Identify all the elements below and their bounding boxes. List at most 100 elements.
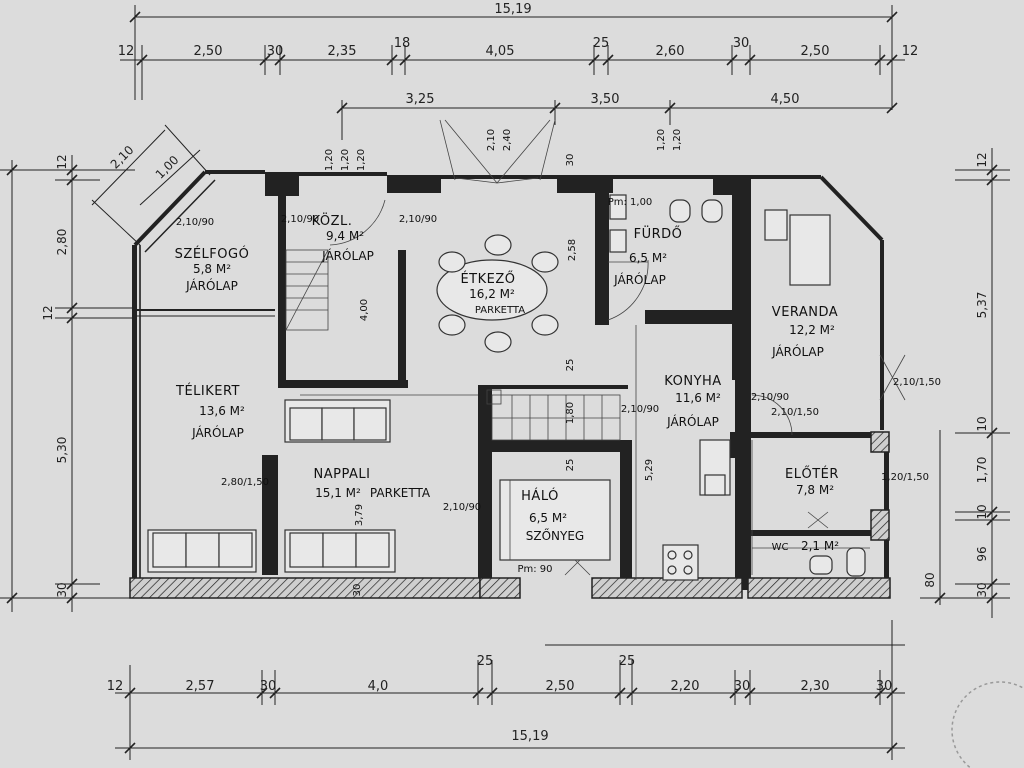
- room-kozl: KÖZL. 9,4 M² JÁRÓLAP: [312, 212, 374, 263]
- top-dim: 30: [733, 36, 750, 51]
- room-telikert: TÉLIKERT 13,6 M² JÁRÓLAP: [175, 383, 245, 440]
- right-dim: 96: [975, 546, 989, 561]
- room-name: TÉLIKERT: [175, 383, 240, 399]
- left-dim: 30: [55, 582, 69, 597]
- nappali-height-dim: 3,79: [354, 504, 365, 526]
- room-name: FÜRDŐ: [634, 225, 683, 242]
- door-label: 2,80/1,50: [221, 477, 269, 488]
- bottom-dim: 12: [107, 679, 124, 694]
- door-label: 2,10/90: [176, 217, 214, 228]
- top-dim: 12: [118, 44, 135, 59]
- bottom-dim: 30: [260, 679, 277, 694]
- room-name: NAPPALI: [314, 467, 371, 482]
- room-area: 12,2 M²: [789, 323, 835, 337]
- veranda-table: [789, 214, 831, 286]
- left-dim: 12: [55, 154, 69, 169]
- room-area: 9,4 M²: [326, 229, 364, 243]
- top-second-dim: 3,50: [591, 92, 620, 107]
- room-floor: JÁRÓLAP: [321, 248, 374, 263]
- etkezo-side-dim: 2,58: [567, 239, 578, 261]
- bottom-dim: 2,20: [671, 679, 700, 694]
- kitchen-counter: [662, 439, 731, 581]
- bottom-dim: 2,50: [546, 679, 575, 694]
- top-dimension-lines: 15,19 12 2,50 30 2,35 18 4,05 25 2,60 30…: [118, 2, 919, 140]
- doors: [329, 119, 906, 576]
- room-veranda: VERANDA 12,2 M² JÁRÓLAP: [771, 305, 838, 359]
- room-furdo: FÜRDŐ 6,5 M² JÁRÓLAP: [613, 225, 682, 287]
- konyha-height-dim: 5,29: [644, 459, 655, 481]
- left-dim: 2,80: [55, 229, 69, 256]
- room-szelfogo: SZÉLFOGÓ 5,8 M² JÁRÓLAP: [175, 246, 250, 293]
- room-floor: PARKETTA: [370, 486, 431, 500]
- top-dim: 25: [593, 36, 610, 51]
- left-dimension-lines: 12 2,80 12 5,30 30: [0, 154, 135, 612]
- room-halo: HÁLÓ 6,5 M² SZŐNYEG: [521, 488, 584, 543]
- dining-table: [436, 259, 548, 321]
- sill-label: Pm: 1,00: [608, 197, 653, 208]
- room-area: 16,2 M²: [469, 287, 515, 301]
- hall-dim: 25: [565, 459, 576, 472]
- right-dim: 10: [975, 416, 989, 431]
- door-label: 2,10/90: [399, 214, 437, 225]
- door-label: 2,10/90: [621, 404, 659, 415]
- room-name: SZÉLFOGÓ: [175, 246, 250, 262]
- stairs-height-dim: 1,80: [565, 402, 576, 424]
- room-area: 7,8 M²: [796, 483, 834, 497]
- bottom-total-label: 15,19: [511, 729, 548, 744]
- room-area: 11,6 M²: [675, 391, 721, 405]
- room-area: 15,1 M²: [315, 486, 361, 500]
- room-area: 13,6 M²: [199, 404, 245, 418]
- bottom-dim: 2,57: [186, 679, 215, 694]
- top-dim: 2,35: [328, 44, 357, 59]
- dining-chairs: [438, 234, 559, 353]
- sofa-bottom-right: [284, 529, 396, 573]
- wall-dim: 30: [352, 584, 363, 597]
- etkezo-window-dim: 2,40: [502, 129, 513, 151]
- sofa-bottom-left: [147, 529, 257, 573]
- room-area: 6,5 M²: [629, 251, 667, 265]
- room-nappali: NAPPALI 15,1 M² PARKETTA: [314, 467, 431, 500]
- room-area: 2,1 M²: [801, 539, 839, 553]
- room-name: WC: [772, 542, 789, 553]
- top-dim: 4,05: [486, 44, 515, 59]
- right-dim: 30: [975, 582, 989, 597]
- stamp-icon: [951, 681, 1024, 768]
- right-dim: 10: [975, 504, 989, 519]
- etkezo-window-dim: 2,10: [486, 129, 497, 151]
- top-dim: 12: [902, 44, 919, 59]
- room-floor: JÁRÓLAP: [771, 344, 824, 359]
- room-area: 5,8 M²: [193, 262, 231, 276]
- room-wc: WC 2,1 M²: [772, 539, 840, 553]
- room-name: VERANDA: [772, 305, 838, 320]
- kozl-height-dim: 4,00: [359, 299, 370, 321]
- bottom-dim: 30: [734, 679, 751, 694]
- left-dim: 12: [41, 305, 55, 320]
- bottom-dim: 4,0: [368, 679, 389, 694]
- misc-dimension-labels: 2,10 2,40 1,20 1,20 1,20 1,20 1,20 2,58 …: [324, 129, 683, 597]
- bottom-dim: 25: [619, 654, 636, 669]
- top-dim: 30: [267, 44, 284, 59]
- room-name: KONYHA: [664, 374, 721, 389]
- room-area: 6,5 M²: [529, 511, 567, 525]
- kozl-window-dim: 1,20: [356, 149, 367, 171]
- bottom-dim: 25: [477, 654, 494, 669]
- room-floor: JÁRÓLAP: [185, 278, 238, 293]
- right-dim: 80: [923, 572, 937, 587]
- room-floor: JÁRÓLAP: [666, 414, 719, 429]
- door-labels: 2,10/90 2,10/90 2,10/90 2,10/90 2,10/90 …: [176, 197, 941, 575]
- door-label: 2,10/1,50: [893, 377, 941, 388]
- top-dim: 2,50: [801, 44, 830, 59]
- wall-dim: 30: [565, 154, 576, 167]
- walls: [129, 170, 891, 599]
- room-etkezo: ÉTKEZŐ 16,2 M² PARKETTA: [460, 271, 525, 316]
- door-label: 2,10/90: [281, 214, 319, 225]
- room-floor: PARKETTA: [475, 305, 525, 316]
- diag-dim: 1,00: [153, 153, 182, 182]
- bottom-dim: 30: [876, 679, 893, 694]
- furniture: [147, 194, 866, 581]
- right-dim: 5,37: [975, 292, 989, 319]
- top-dim: 18: [394, 36, 411, 51]
- bottom-dimension-lines: 12 2,57 30 4,0 25 2,50 25 2,20 30 2,30 3…: [107, 620, 905, 760]
- overall-width-label: 15,19: [494, 2, 531, 17]
